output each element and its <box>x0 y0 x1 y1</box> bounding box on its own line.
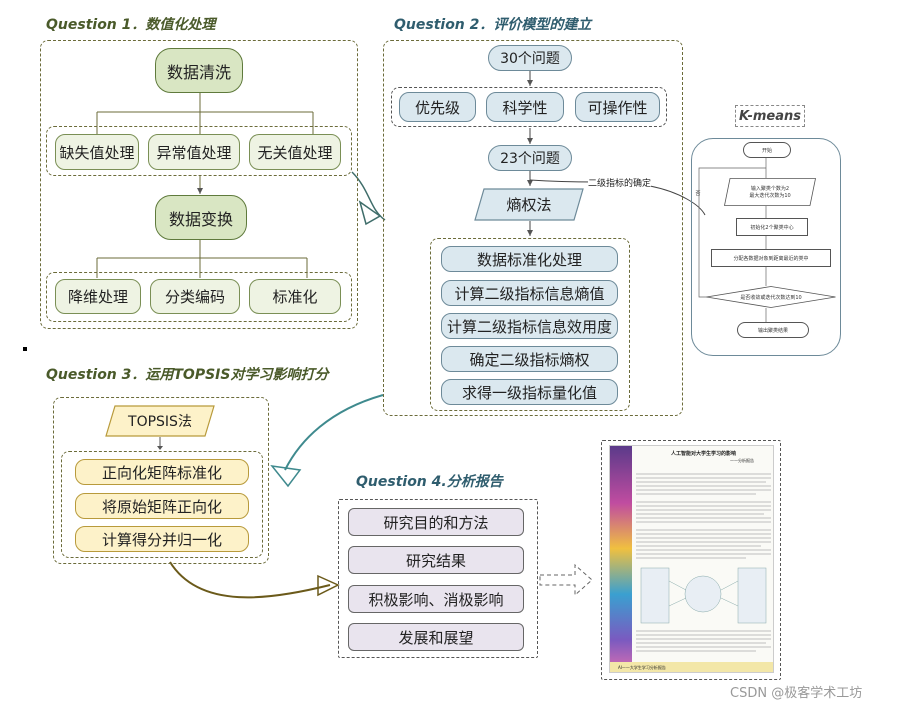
entropy-step-5: 求得一级指标量化值 <box>441 379 618 405</box>
kmeans-title-box: K-means <box>735 105 805 127</box>
topsis-step-1: 正向化矩阵标准化 <box>75 459 249 485</box>
report-text-lines <box>636 473 771 652</box>
outlier-node: 异常值处理 <box>148 134 240 170</box>
dim-reduction-node: 降维处理 <box>55 279 141 314</box>
irrelevant-value-node: 无关值处理 <box>249 134 341 170</box>
entropy-method-shape <box>474 188 584 221</box>
entropy-steps-group <box>430 238 630 411</box>
report-subtitle: ——分析报告 <box>730 458 754 463</box>
q4-frame <box>338 499 538 658</box>
report-side-art <box>610 446 632 672</box>
missing-value-node: 缺失值处理 <box>55 134 139 170</box>
kmeans-lines <box>698 158 767 323</box>
q30-node: 30个问题 <box>488 45 572 71</box>
topsis-method-shape <box>105 405 215 437</box>
entropy-step-2: 计算二级指标信息熵值 <box>441 280 618 306</box>
q3-title: Question 3．运用TOPSIS对学习影响打分 <box>46 367 329 383</box>
indicator-annotation: 二级指标的确定 <box>588 176 652 189</box>
topsis-steps-group <box>61 451 263 558</box>
q4-title: Question 4.分析报告 <box>356 474 503 490</box>
category-encoding-node: 分类编码 <box>150 279 240 314</box>
criteria-group <box>391 87 667 127</box>
scientific-node: 科学性 <box>486 92 564 122</box>
report-item-3: 积极影响、消极影响 <box>348 585 524 613</box>
priority-node: 优先级 <box>399 92 476 122</box>
entropy-method-label: 熵权法 <box>506 196 552 214</box>
q1-row2-group <box>46 272 352 322</box>
q1-frame <box>40 40 358 329</box>
report-footer: AI——大学生学习分析报告 <box>610 662 773 672</box>
topsis-step-3: 计算得分并归一化 <box>75 526 249 552</box>
kmeans-title: K-means <box>739 108 801 124</box>
kmeans-init-centers: 初始化2个聚类中心 <box>736 218 808 236</box>
kmeans-input-label: 输入聚类个数为2 最大迭代次数为10 <box>724 178 816 206</box>
q3-frame <box>53 397 269 564</box>
kmeans-frame <box>691 138 841 356</box>
report-thumbnail-frame <box>601 440 781 680</box>
topsis-step-2: 将原始矩阵正向化 <box>75 493 249 519</box>
kmeans-decision-label: 是否收敛或迭代次数达到10 <box>740 294 802 301</box>
data-transform-node: 数据变换 <box>155 195 247 240</box>
q1-title: Question 1．数值化处理 <box>46 17 216 33</box>
topsis-method-label: TOPSIS法 <box>128 414 192 430</box>
operability-node: 可操作性 <box>575 92 660 122</box>
q2-frame <box>383 40 683 416</box>
entropy-step-1: 数据标准化处理 <box>441 246 618 272</box>
report-page: 人工智能对大学生学习的影响 ——分析报告 AI——大学生学习分析报告 <box>609 445 774 673</box>
report-item-2: 研究结果 <box>348 546 524 574</box>
q1-row1-group <box>46 126 352 176</box>
kmeans-input-shape <box>724 178 816 206</box>
watermark: CSDN @极客学术工坊 <box>730 686 863 701</box>
kmeans-decision-shape <box>706 286 836 308</box>
kmeans-assign: 分配各数据对象到距离最近的类中 <box>711 249 831 267</box>
entropy-step-3: 计算二级指标信息效用度 <box>441 313 618 339</box>
kmeans-end: 输出聚类结果 <box>737 322 809 338</box>
standardization-node: 标准化 <box>249 279 341 314</box>
kmeans-input-line2: 最大迭代次数为10 <box>749 193 791 199</box>
q2-title: Question 2．评价模型的建立 <box>394 17 592 33</box>
kmeans-start: 开始 <box>743 142 791 158</box>
report-item-1: 研究目的和方法 <box>348 508 524 536</box>
entropy-step-4: 确定二级指标熵权 <box>441 346 618 372</box>
data-cleaning-node: 数据清洗 <box>155 48 243 93</box>
report-item-4: 发展和展望 <box>348 623 524 651</box>
kmeans-input-line1: 输入聚类个数为2 <box>750 186 790 192</box>
kmeans-no-label: 否 <box>695 190 701 197</box>
report-title: 人工智能对大学生学习的影响 <box>670 451 736 457</box>
q3-arrow <box>157 437 163 450</box>
q23-node: 23个问题 <box>488 145 572 171</box>
